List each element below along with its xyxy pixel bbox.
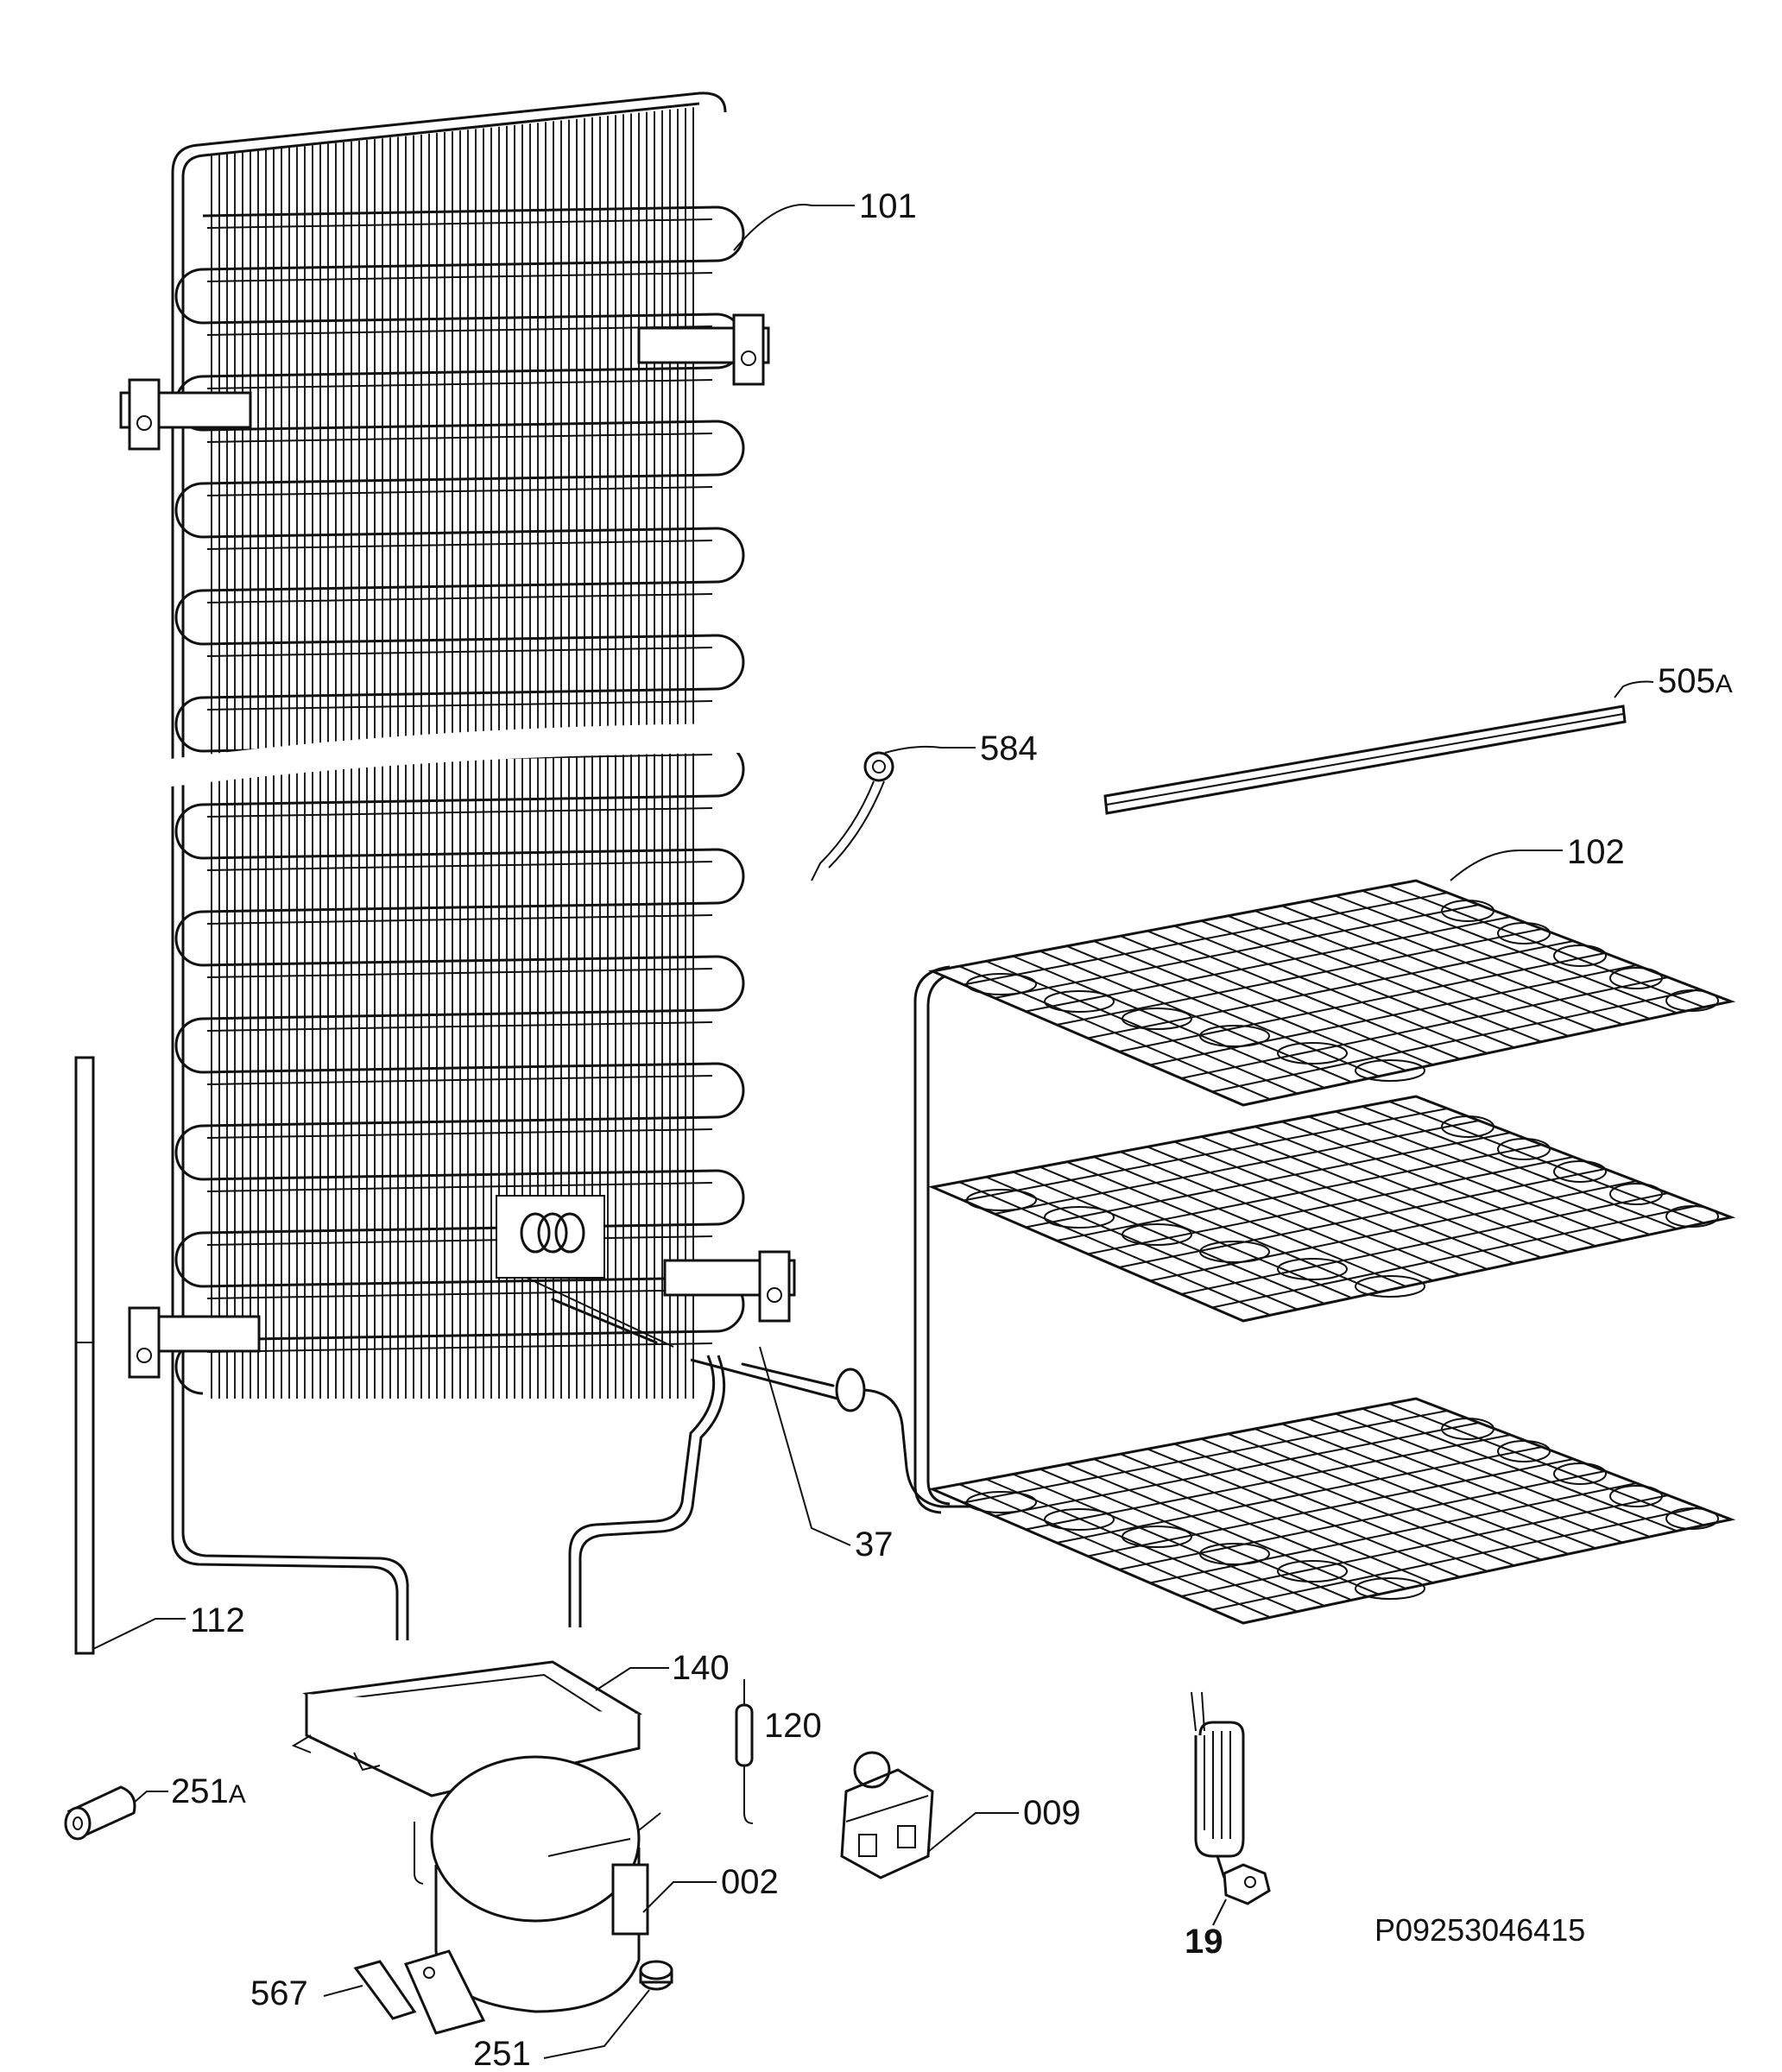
capillary-coil: [496, 1195, 605, 1279]
condenser-bracket-top-left: [119, 378, 252, 451]
rubber-foot: [639, 1960, 673, 1991]
condenser-bracket-bottom-left: [128, 1306, 261, 1379]
label-251: 251: [473, 2035, 531, 2072]
evaporation-tray: [291, 1660, 642, 1797]
part-labels: 101 102 505A 584 37 112 140 120 251A 009…: [171, 187, 1733, 2072]
label-505A: 505A: [1658, 662, 1733, 700]
condenser-coil: [119, 92, 796, 1640]
label-19: 19: [1185, 1923, 1223, 1961]
label-002: 002: [721, 1863, 779, 1901]
mounting-bracket: [353, 1960, 417, 2020]
label-120: 120: [764, 1707, 822, 1745]
reference-code: P09253046415: [1374, 1912, 1585, 1948]
thermal-fuse: [735, 1679, 754, 1824]
heater-element: [1191, 1691, 1271, 1905]
label-37: 37: [855, 1526, 894, 1563]
label-584: 584: [980, 730, 1038, 768]
label-101: 101: [859, 187, 917, 225]
grommet: [64, 1785, 136, 1841]
sensor-clip: [811, 751, 894, 881]
label-140: 140: [672, 1649, 730, 1687]
label-102: 102: [1567, 833, 1625, 871]
condenser-bracket-top-right: [637, 313, 770, 386]
label-567: 567: [250, 1974, 308, 2012]
capillary-filter: [526, 1277, 1019, 1508]
leader-lines: [92, 204, 1654, 2059]
condenser-bracket-bottom-right: [663, 1250, 796, 1323]
label-251A: 251A: [171, 1772, 246, 1810]
compressor: [403, 1755, 661, 2035]
strip-part: [1103, 704, 1627, 815]
label-009: 009: [1023, 1794, 1081, 1832]
evaporator-shelves: [913, 879, 1736, 1625]
label-112: 112: [190, 1601, 245, 1639]
starter-relay: [840, 1751, 934, 1879]
drain-tube: [74, 1056, 95, 1655]
